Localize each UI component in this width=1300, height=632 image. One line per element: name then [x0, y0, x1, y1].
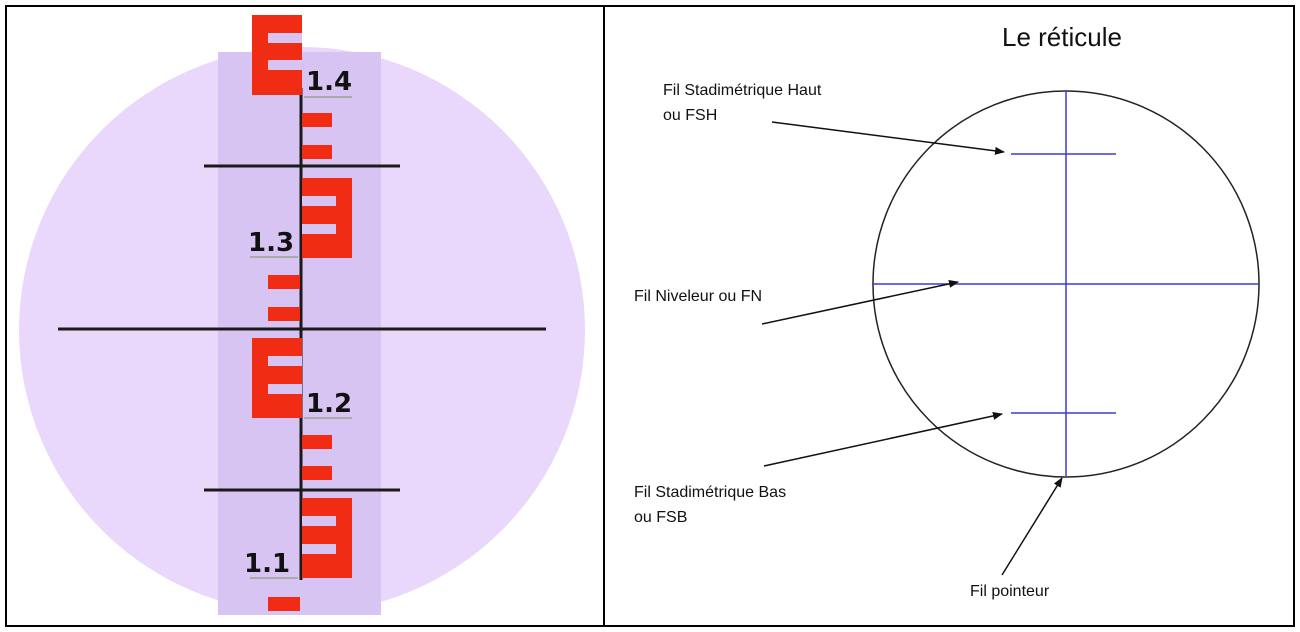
label-fil-pointeur: Fil pointeur — [970, 583, 1050, 600]
figure-frame — [5, 5, 1295, 627]
scale-label-1-4: 1.4 — [306, 67, 352, 97]
panel-divider — [603, 5, 605, 627]
scale-label-1-1: 1.1 — [244, 549, 290, 579]
diagram-title: Le réticule — [1002, 22, 1122, 52]
scale-label-1-3: 1.3 — [248, 228, 294, 258]
arrow-fn — [761, 279, 959, 325]
arrow-fsh — [771, 121, 1005, 155]
arrow-fsb — [763, 412, 1003, 467]
graduation-tick — [268, 597, 300, 611]
label-fsh-line1: Fil Stadimétrique Haut — [663, 82, 822, 99]
graduation-e-13 — [302, 178, 352, 258]
graduation-tick — [302, 466, 332, 480]
left-panel-staff-view: 1.4 1.3 1.2 1.1 — [0, 0, 604, 632]
graduation-e-12 — [252, 338, 302, 418]
label-fn: Fil Niveleur ou FN — [634, 288, 762, 305]
label-fsb-line1: Fil Stadimétrique Bas — [634, 484, 786, 501]
right-panel-reticle: Le réticule Fil Stadimétrique Haut ou FS… — [604, 0, 1300, 632]
graduation-e-14 — [252, 15, 302, 95]
graduation-tick — [302, 435, 332, 449]
graduation-tick — [268, 307, 300, 321]
arrow-pointeur — [1001, 477, 1063, 576]
reticle-diagram: Le réticule Fil Stadimétrique Haut ou FS… — [634, 22, 1260, 600]
staff-view-illustration: 1.4 1.3 1.2 1.1 — [19, 15, 585, 615]
label-fsb-line2: ou FSB — [634, 509, 687, 526]
graduation-tick — [302, 113, 332, 127]
label-fsh-line2: ou FSH — [663, 107, 717, 124]
graduation-e-11 — [302, 498, 352, 578]
scale-label-1-2: 1.2 — [306, 389, 352, 419]
graduation-tick — [302, 145, 332, 159]
graduation-tick — [268, 275, 300, 289]
